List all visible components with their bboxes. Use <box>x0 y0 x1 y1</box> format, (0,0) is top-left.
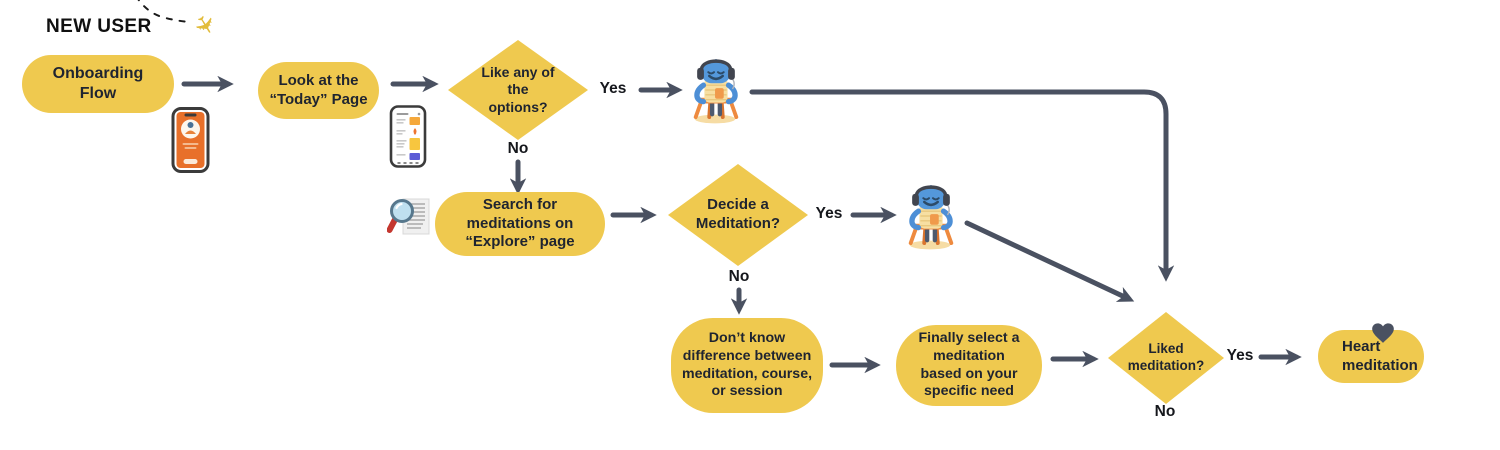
node-like-options: Like any of the options? <box>448 40 588 140</box>
node-search-explore: Search for meditations on “Explore” page <box>435 192 605 256</box>
node-label: Finally select a meditation based on you… <box>918 330 1020 400</box>
label-like-yes: Yes <box>599 80 627 97</box>
label-decide-yes: Yes <box>815 205 843 222</box>
label-liked-yes: Yes <box>1226 347 1254 364</box>
node-decide-meditation: Decide a Meditation? <box>668 164 808 266</box>
node-finally-select: Finally select a meditation based on you… <box>896 325 1042 406</box>
node-label: Don’t know difference between meditation… <box>681 330 813 400</box>
meditating-listener-icon <box>687 56 745 124</box>
node-label: Look at the “Today” Page <box>269 71 368 108</box>
label-liked-no: No <box>1154 403 1176 420</box>
node-liked-meditation: Liked meditation? <box>1108 312 1224 404</box>
paper-plane-icon: ✈ <box>187 9 223 42</box>
node-heart-meditation: Heart meditation <box>1318 330 1424 383</box>
heart-icon <box>1372 323 1394 343</box>
node-dont-know-difference: Don’t know difference between meditation… <box>671 318 823 413</box>
meditating-listener-icon <box>902 182 960 250</box>
node-label: Onboarding Flow <box>52 65 144 102</box>
phone-onboarding-screen-icon <box>171 107 210 173</box>
node-onboarding-flow: Onboarding Flow <box>22 55 174 113</box>
node-today-page: Look at the “Today” Page <box>258 62 379 119</box>
node-label: Search for meditations on “Explore” page <box>465 195 575 251</box>
node-label: Like any of the options? <box>481 63 555 115</box>
connector-listener2-liked <box>964 220 1135 302</box>
page-title: NEW USER <box>46 16 152 37</box>
phone-today-screen-icon <box>389 105 427 168</box>
label-like-no: No <box>507 140 529 157</box>
label-decide-no: No <box>728 268 750 285</box>
node-label: Heart meditation <box>1342 337 1418 374</box>
search-document-icon <box>387 198 430 235</box>
node-label: Liked meditation? <box>1127 341 1205 373</box>
node-label: Decide a Meditation? <box>695 196 781 232</box>
